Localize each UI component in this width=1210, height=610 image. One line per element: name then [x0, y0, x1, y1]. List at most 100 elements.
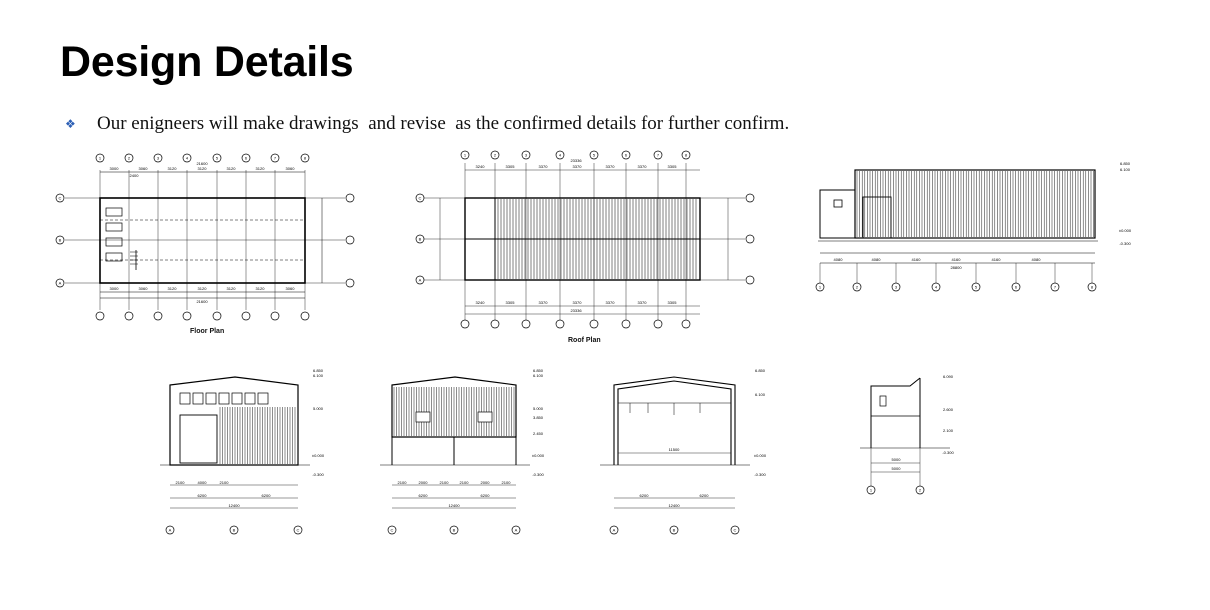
- axis-label: 3: [895, 285, 898, 290]
- dimension-label: 3060: [139, 286, 149, 291]
- dimension-label: 21600: [196, 299, 208, 304]
- dimension-label: 23336: [570, 158, 582, 163]
- dimension-label: 3305: [668, 164, 678, 169]
- side-elevation-drawing: 1 2 3 4 5 6 7 8 4080 4080 4160 4160 4160…: [815, 161, 1132, 292]
- dimension-label: 28800: [950, 265, 962, 270]
- axis-label: 8: [304, 156, 307, 161]
- dimension-label: 2100: [220, 480, 230, 485]
- dimension-label: 3120: [168, 286, 178, 291]
- dimension-label: 2400: [130, 173, 140, 178]
- axis-label: A: [515, 528, 518, 533]
- dimension-label: 3370: [606, 300, 616, 305]
- dimension-label: 4080: [1032, 257, 1042, 262]
- axis-label: B: [233, 528, 236, 533]
- dimension-label: 6200: [198, 493, 208, 498]
- level-label: 3.850: [533, 415, 544, 420]
- axis-label: A: [613, 528, 616, 533]
- dimension-label: 23336: [570, 308, 582, 313]
- roof-plan-caption: Roof Plan: [568, 337, 601, 344]
- dimension-label: 2100: [502, 480, 512, 485]
- level-label: 6.100: [1120, 167, 1131, 172]
- axis-label: 2: [919, 488, 922, 493]
- dimension-label: 6200: [419, 493, 429, 498]
- canopy-section-drawing: 1 2 5000 5000 6.090 2.600 2.100 -0.300: [860, 374, 954, 495]
- dimension-label: 3000: [110, 286, 120, 291]
- floor-plan-caption: Floor Plan: [190, 328, 225, 335]
- axis-label: 7: [274, 156, 277, 161]
- dimension-label: 3120: [227, 166, 237, 171]
- dimension-label: 3060: [286, 166, 296, 171]
- dimension-label: 3370: [638, 164, 648, 169]
- level-label: 2.450: [533, 431, 544, 436]
- axis-label: 1: [870, 488, 873, 493]
- dimension-label: 3120: [227, 286, 237, 291]
- level-label: -0.300: [1119, 241, 1131, 246]
- level-label: 6.100: [533, 373, 544, 378]
- level-label: -0.300: [312, 472, 324, 477]
- axis-label: C: [59, 196, 62, 201]
- level-label: -0.300: [942, 450, 954, 455]
- dimension-label: 2000: [481, 480, 491, 485]
- axis-label: 8: [1091, 285, 1094, 290]
- dimension-label: 4160: [912, 257, 922, 262]
- dimension-label: 3370: [539, 164, 549, 169]
- dimension-label: 11500: [669, 447, 681, 452]
- dimension-label: 6200: [640, 493, 650, 498]
- level-label: 6.100: [313, 373, 324, 378]
- axis-label: 6: [625, 153, 628, 158]
- dimension-label: 21600: [196, 161, 208, 166]
- dimension-label: 3305: [506, 164, 516, 169]
- axis-label: 2: [128, 156, 131, 161]
- dimension-label: 3000: [110, 166, 120, 171]
- dimension-label: 2100: [440, 480, 450, 485]
- axis-label: B: [59, 238, 62, 243]
- axis-label: 4: [935, 285, 938, 290]
- axis-label: 4: [559, 153, 562, 158]
- bullet-text: Our enigneers will make drawings and rev…: [97, 113, 790, 134]
- axis-label: 6: [245, 156, 248, 161]
- dimension-label: 4080: [834, 257, 844, 262]
- diamond-cluster-icon: ❖: [65, 117, 76, 131]
- dimension-label: 4160: [952, 257, 962, 262]
- dimension-label: 3240: [476, 300, 486, 305]
- axis-label: 1: [99, 156, 102, 161]
- floor-plan-drawing: 1 2 3 4 5 6 7 8 C B A 21600 3000 3060 31…: [55, 153, 355, 321]
- axis-label: 4: [186, 156, 189, 161]
- axis-label: B: [419, 237, 422, 242]
- level-label: -0.300: [754, 472, 766, 477]
- axis-label: 2: [856, 285, 859, 290]
- level-label: 2.100: [943, 428, 954, 433]
- axis-label: 1: [819, 285, 822, 290]
- level-label: 6.090: [943, 374, 954, 379]
- dimension-label: 2100: [460, 480, 470, 485]
- dimension-label: 5000: [892, 457, 902, 462]
- axis-label: 6: [1015, 285, 1018, 290]
- dimension-label: 3060: [139, 166, 149, 171]
- dimension-label: 12400: [448, 503, 460, 508]
- level-label: -0.300: [532, 472, 544, 477]
- dimension-label: 5000: [892, 466, 902, 471]
- dimension-label: 3120: [198, 286, 208, 291]
- dimension-label: 3305: [506, 300, 516, 305]
- section-drawing: A B C 11500 6200 6200 12400 6.850 6.100 …: [600, 368, 767, 535]
- axis-label: C: [297, 528, 300, 533]
- axis-label: A: [59, 281, 62, 286]
- axis-label: A: [419, 278, 422, 283]
- axis-label: B: [673, 528, 676, 533]
- level-label: 2.600: [943, 407, 954, 412]
- axis-label: 8: [685, 153, 688, 158]
- level-label: ±0.000: [532, 453, 545, 458]
- dimension-label: 3370: [573, 300, 583, 305]
- axis-label: B: [453, 528, 456, 533]
- axis-label: C: [734, 528, 737, 533]
- dimension-label: 4000: [198, 480, 208, 485]
- axis-label: A: [169, 528, 172, 533]
- level-label: 6.850: [755, 368, 766, 373]
- dimension-label: 12400: [668, 503, 680, 508]
- dimension-label: 3060: [286, 286, 296, 291]
- dimension-label: 2000: [419, 480, 429, 485]
- axis-label: 7: [1054, 285, 1057, 290]
- dimension-label: 3240: [476, 164, 486, 169]
- dimension-label: 3120: [256, 286, 266, 291]
- level-label: 6.850: [313, 368, 324, 373]
